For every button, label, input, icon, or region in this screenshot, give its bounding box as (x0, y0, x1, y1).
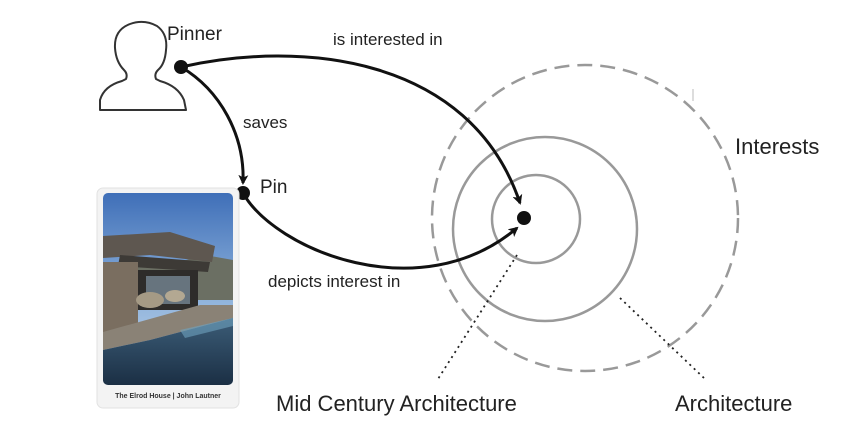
mid-century-architecture-label: Mid Century Architecture (276, 391, 517, 416)
photo-caption: The Elrod House | John Lautner (115, 393, 221, 400)
interests-label: Interests (735, 134, 819, 159)
architecture-ring (451, 135, 639, 323)
mid-century-ring (490, 173, 582, 265)
edge-is-interested-in (180, 54, 523, 205)
pinner-label: Pinner (167, 24, 223, 45)
edge-label-is-interested-in: is interested in (333, 30, 443, 49)
house-photo (103, 193, 233, 385)
edge-label-depicts-interest-in: depicts interest in (268, 272, 400, 291)
edge-saves (180, 65, 249, 185)
pin-photo-card: The Elrod House | John Lautner (96, 187, 240, 409)
architecture-leader-line (619, 297, 706, 380)
architecture-label: Architecture (675, 391, 792, 416)
pin-label: Pin (260, 177, 287, 198)
interests-ring (430, 63, 740, 373)
mid-century-leader-line (437, 254, 518, 380)
edge-label-saves: saves (243, 113, 287, 132)
edge-depicts-interest-in (241, 192, 519, 270)
user-silhouette-icon (99, 20, 187, 111)
pinner-node (174, 60, 188, 74)
interest-node (517, 211, 531, 225)
interest-rings (430, 63, 740, 373)
